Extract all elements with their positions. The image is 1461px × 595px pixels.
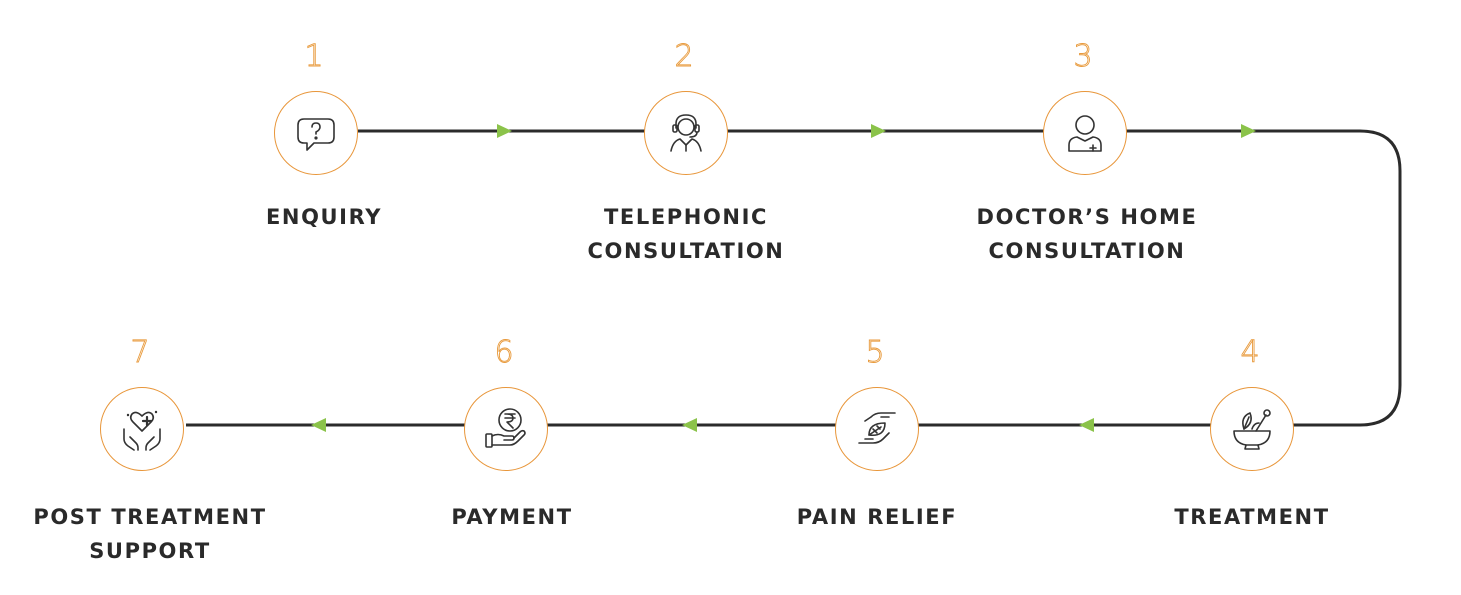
arrow-right-1 xyxy=(497,124,512,138)
step-label-line: TELEPHONIC xyxy=(603,205,768,229)
headset-agent-icon xyxy=(670,114,702,152)
step-label-telephonic-consultation: TELEPHONIC CONSULTATION xyxy=(559,200,813,268)
step-number-6: 6 xyxy=(494,335,514,370)
step-number-1: 1 xyxy=(304,39,324,74)
step-label-treatment: TREATMENT xyxy=(1152,500,1352,534)
step-number-4: 4 xyxy=(1240,335,1260,370)
arrow-left-3 xyxy=(311,418,326,432)
step-circle-doctors-home-consultation xyxy=(1043,91,1127,175)
doctor-icon xyxy=(1068,115,1102,152)
step-label-line: ENQUIRY xyxy=(265,205,383,229)
step-label-payment: PAYMENT xyxy=(412,500,612,534)
step-circle-telephonic-consultation xyxy=(644,91,728,175)
step-circle-pain-relief xyxy=(835,387,919,471)
step-label-line: SUPPORT xyxy=(89,539,211,563)
step-label-post-treatment-support: POST TREATMENT SUPPORT xyxy=(22,500,278,568)
step-circle-enquiry xyxy=(274,91,358,175)
arrow-right-2 xyxy=(871,124,886,138)
step-label-line: DOCTOR’S HOME xyxy=(976,205,1198,229)
step-number-5: 5 xyxy=(865,335,885,370)
step-label-enquiry: ENQUIRY xyxy=(224,200,424,234)
step-label-line: PAYMENT xyxy=(451,505,573,529)
step-label-line: CONSULTATION xyxy=(988,239,1186,263)
hands-heart-icon xyxy=(123,410,161,451)
step-label-pain-relief: PAIN RELIEF xyxy=(777,500,977,534)
step-number-2: 2 xyxy=(674,39,694,74)
mortar-pestle-herb-icon xyxy=(1233,409,1271,450)
step-circle-post-treatment-support xyxy=(100,387,184,471)
step-label-line: TREATMENT xyxy=(1174,505,1330,529)
step-label-line: CONSULTATION xyxy=(587,239,785,263)
arrow-right-3 xyxy=(1241,124,1256,138)
arrow-left-2 xyxy=(682,418,697,432)
step-circle-payment xyxy=(464,387,548,471)
rupee-hand-icon xyxy=(485,408,526,448)
step-label-line: PAIN RELIEF xyxy=(796,505,958,529)
step-label-line: POST TREATMENT xyxy=(33,505,267,529)
step-circle-treatment xyxy=(1210,387,1294,471)
step-label-doctors-home-consultation: DOCTOR’S HOME CONSULTATION xyxy=(957,200,1217,268)
step-number-3: 3 xyxy=(1073,39,1093,74)
hands-leaf-icon xyxy=(858,412,896,444)
top-connector-line xyxy=(186,129,1402,427)
arrow-left-1 xyxy=(1079,418,1094,432)
step-number-7: 7 xyxy=(130,335,150,370)
question-bubble-icon xyxy=(297,118,335,151)
